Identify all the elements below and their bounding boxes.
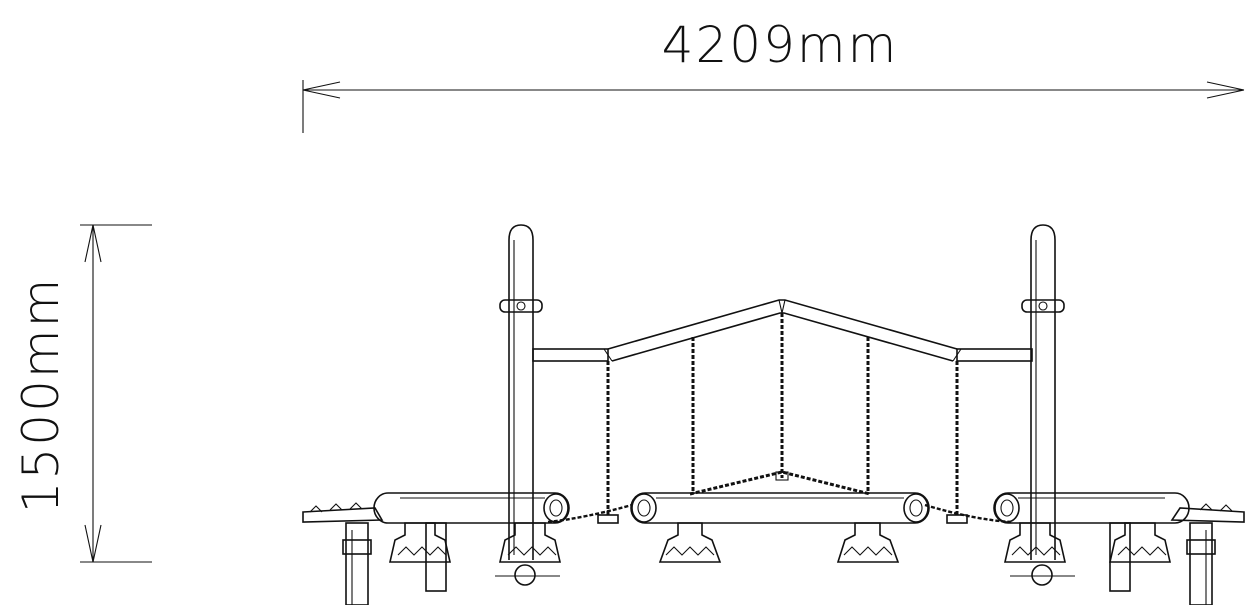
right-foot-2 <box>1108 522 1172 592</box>
left-foot-1 <box>388 522 452 592</box>
height-arrow-top <box>84 224 102 263</box>
width-arrow-left <box>302 81 341 99</box>
height-arrow-bottom <box>84 524 102 563</box>
center-foot-1 <box>658 522 722 563</box>
right-outer-support <box>1186 522 1216 605</box>
log-beams <box>373 492 1190 524</box>
right-post <box>1021 224 1065 560</box>
left-outer-support <box>342 522 372 605</box>
right-log-beam <box>993 492 1190 524</box>
height-dimension: 1500mm <box>12 224 152 563</box>
left-post <box>499 224 543 560</box>
left-post-clamp <box>499 299 543 313</box>
right-platform-end <box>1170 507 1245 523</box>
right-short-rail <box>956 348 1033 362</box>
width-dimension-label: 4209mm <box>662 16 899 74</box>
side-platforms <box>302 502 1245 523</box>
right-foot-1 <box>1003 522 1075 586</box>
height-dimension-label: 1500mm <box>12 277 70 514</box>
chain-anchor-right <box>946 514 968 524</box>
left-platform-end <box>302 507 384 523</box>
chain-anchor-left <box>597 514 619 524</box>
left-foot-2 <box>495 522 562 586</box>
right-post-clamp <box>1021 299 1065 313</box>
vertical-chains <box>547 313 1013 524</box>
left-short-rail <box>532 348 609 362</box>
width-dimension: 4209mm <box>302 16 1245 133</box>
spring-feet <box>342 522 1216 605</box>
center-foot-2 <box>836 522 900 563</box>
chain-v-bottom <box>689 470 871 496</box>
chain-swag-left <box>547 503 633 524</box>
width-arrow-right <box>1206 81 1245 99</box>
roof-rail-upper <box>607 299 958 350</box>
